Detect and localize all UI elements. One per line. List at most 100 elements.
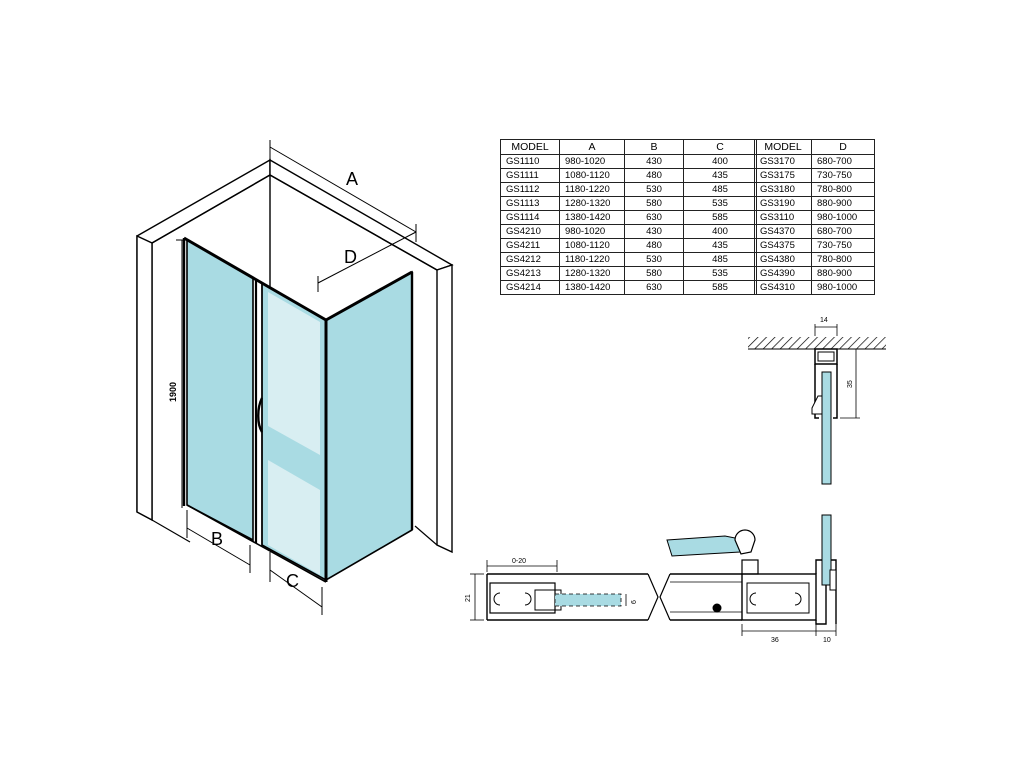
corner-profile-detail	[666, 514, 837, 636]
dimension-cell: 1380-1420	[559, 280, 625, 295]
dimension-cell: 980-1000	[811, 210, 875, 225]
header-c: C	[683, 139, 757, 155]
dimension-cell: 880-900	[811, 196, 875, 211]
model-cell: GS4214	[500, 280, 560, 295]
dimension-cell: 535	[683, 266, 757, 281]
dimension-cell: 1180-1220	[559, 252, 625, 267]
top-profile-width-label: 14	[820, 317, 828, 324]
dimension-a-label: A	[346, 169, 358, 189]
header-b: B	[624, 139, 684, 155]
model-cell: GS3110	[754, 210, 812, 225]
dimension-d-label: D	[344, 247, 357, 267]
dimension-cell: 580	[624, 266, 684, 281]
dimension-cell: 1080-1120	[559, 238, 625, 253]
dimension-cell: 880-900	[811, 266, 875, 281]
dimension-cell: 980-1000	[811, 280, 875, 295]
dimension-cell: 530	[624, 252, 684, 267]
dimension-cell: 780-800	[811, 182, 875, 197]
top-profile-detail	[748, 324, 886, 485]
dimension-height-label: 1900	[168, 382, 178, 402]
dimension-cell: 485	[683, 252, 757, 267]
bottom-profile-height-label: 21	[465, 594, 472, 602]
bottom-profile-offset-label: 0-20	[512, 558, 526, 565]
model-cell: GS4211	[500, 238, 560, 253]
dimension-cell: 585	[683, 210, 757, 225]
dimension-cell: 480	[624, 238, 684, 253]
dimension-cell: 730-750	[811, 168, 875, 183]
dimension-cell: 585	[683, 280, 757, 295]
dimension-cell: 400	[683, 224, 757, 239]
wall-corner	[136, 158, 454, 554]
dimension-cell: 680-700	[811, 224, 875, 239]
model-cell: GS3190	[754, 196, 812, 211]
dimension-lines	[176, 140, 417, 615]
dimension-cell: 780-800	[811, 252, 875, 267]
dimension-cell: 435	[683, 238, 757, 253]
table-header-row: MODEL D	[754, 139, 875, 155]
dimension-cell: 1280-1320	[559, 196, 625, 211]
model-cell: GS1111	[500, 168, 560, 183]
dimension-cell: 580	[624, 196, 684, 211]
dimension-cell: 530	[624, 182, 684, 197]
model-cell: GS4390	[754, 266, 812, 281]
dimension-c-label: C	[286, 571, 299, 591]
bottom-profile-glass-label: 6	[631, 600, 638, 604]
header-model: MODEL	[754, 139, 812, 155]
corner-profile-side-label: 10	[823, 637, 831, 644]
model-cell: GS4212	[500, 252, 560, 267]
dimension-b-label: B	[211, 529, 223, 549]
model-cell: GS3180	[754, 182, 812, 197]
model-cell: GS1112	[500, 182, 560, 197]
model-cell: GS4310	[754, 280, 812, 295]
table-header-row: MODEL A B C	[500, 139, 757, 155]
dimension-cell: 480	[624, 168, 684, 183]
dimension-cell: 680-700	[811, 154, 875, 169]
dimension-cell: 430	[624, 224, 684, 239]
frame-profiles	[182, 236, 414, 583]
header-a: A	[559, 139, 625, 155]
dimension-cell: 430	[624, 154, 684, 169]
corner-profile-width-label: 36	[771, 637, 779, 644]
header-d: D	[811, 139, 875, 155]
glass-panels	[186, 238, 413, 582]
bottom-profile-detail	[470, 560, 659, 621]
dimension-cell: 400	[683, 154, 757, 169]
model-cell: GS4370	[754, 224, 812, 239]
model-cell: GS4380	[754, 252, 812, 267]
model-cell: GS1110	[500, 154, 560, 169]
dimension-cell: 980-1020	[559, 154, 625, 169]
dimension-cell: 1380-1420	[559, 210, 625, 225]
model-cell: GS1114	[500, 210, 560, 225]
header-model: MODEL	[500, 139, 560, 155]
dimension-cell: 1080-1120	[559, 168, 625, 183]
model-cell: GS4210	[500, 224, 560, 239]
dimension-cell: 535	[683, 196, 757, 211]
top-profile-height-label: 35	[847, 380, 854, 388]
model-cell: GS3170	[754, 154, 812, 169]
dimension-cell: 1180-1220	[559, 182, 625, 197]
track-section	[659, 573, 742, 621]
dimension-cell: 435	[683, 168, 757, 183]
